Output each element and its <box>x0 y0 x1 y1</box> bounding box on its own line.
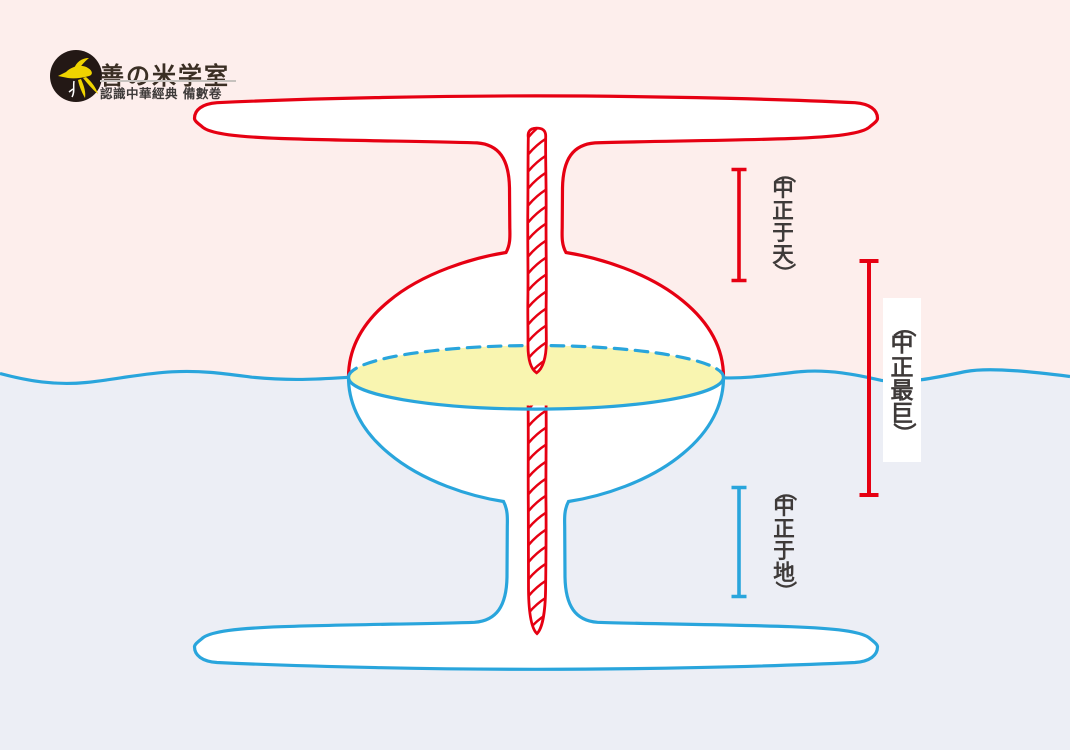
logo-title: 善の米学室 <box>100 61 230 90</box>
logo-divider <box>100 80 236 82</box>
logo-subtitle: 認識中華經典 備數卷 <box>100 86 222 101</box>
floating-disc <box>348 345 724 410</box>
disc-front-rim <box>346 377 726 411</box>
measure-bar-heaven <box>731 167 747 283</box>
axle-rope-lower <box>526 405 548 636</box>
measure-bar-earth <box>731 485 747 599</box>
label-earth: （中正于地） <box>772 479 798 602</box>
vessel-upper-outline <box>192 94 880 378</box>
label-max: （中正最巨） <box>883 298 921 462</box>
label-heaven: （中正于天） <box>771 161 797 284</box>
bird-logo-icon <box>50 50 102 102</box>
measure-bar-max <box>859 259 879 497</box>
axle-rope-upper <box>526 126 548 375</box>
logo: 善の米学室 認識中華經典 備數卷 <box>48 46 308 106</box>
vessel-lower-outline <box>192 377 880 671</box>
